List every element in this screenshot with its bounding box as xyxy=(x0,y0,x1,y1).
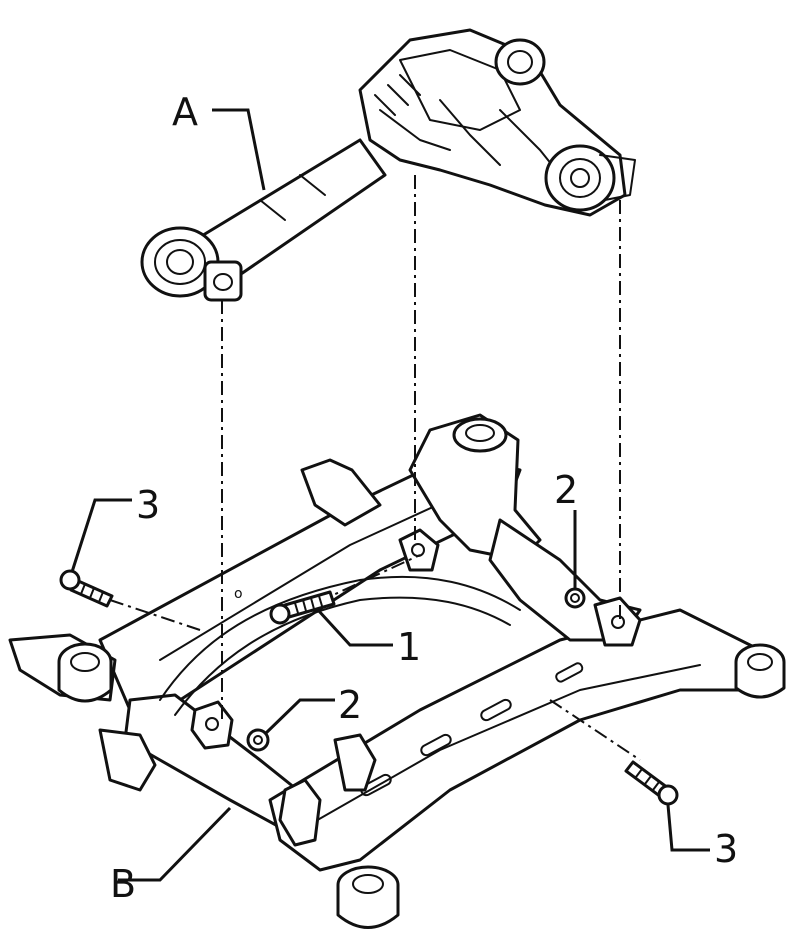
bolt-1 xyxy=(269,590,336,625)
callout-3-right: 3 xyxy=(714,827,738,871)
alignment-lines xyxy=(109,175,641,761)
callout-a: A xyxy=(172,90,198,134)
callout-b: B xyxy=(110,862,136,906)
bolt-3-left xyxy=(59,569,114,608)
callout-2-left: 2 xyxy=(338,683,362,727)
callout-3-left: 3 xyxy=(136,483,160,527)
callout-leaders xyxy=(70,108,710,882)
nut-2-left xyxy=(246,728,270,752)
callout-1: 1 xyxy=(397,625,421,669)
bolt-3-right xyxy=(624,760,679,806)
subframe: o xyxy=(8,413,786,929)
differential-assembly xyxy=(140,28,636,302)
callout-2-right: 2 xyxy=(554,468,578,512)
nut-2-right xyxy=(564,587,586,609)
frame-mark: o xyxy=(234,586,243,602)
